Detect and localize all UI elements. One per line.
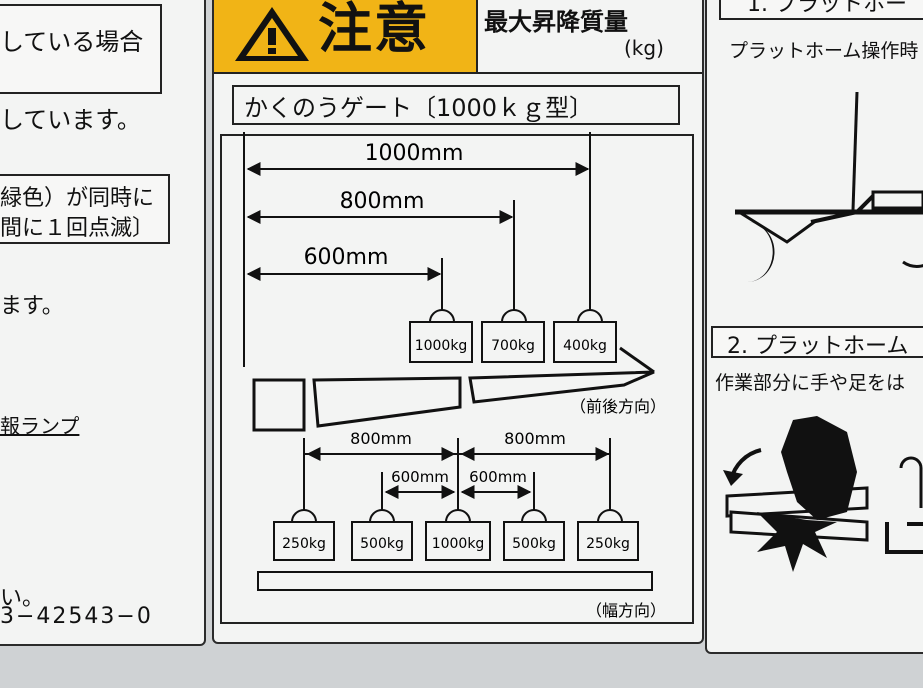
header-divider [476,72,702,74]
weight-label: 700kg [491,338,535,354]
dim-label-800: 800mm [340,189,425,214]
weight-block: 400kg [553,309,617,363]
width-direction-label: （幅方向） [586,601,666,620]
weight-label: 400kg [563,338,607,354]
platform-mechanism-illustration [735,91,923,282]
left-line-4: 間に１回点滅〕 [0,216,155,241]
load-capacity-label: 注意 最大昇降質量 (kg) かくのうゲート〔1000ｋｇ型〕 1000mm 8… [212,0,704,644]
left-label-box-mid [0,174,170,244]
warning-heading: 注意 [318,0,430,60]
weight-block: 700kg [481,309,545,363]
left-line-5: ます。 [0,294,64,319]
load-diagram: 1000mm 800mm 600mm 1000kg 700kg 400kg （前… [243,132,666,620]
platform-side-view [252,346,655,432]
weight-label: 1000kg [432,536,485,552]
weight-block: 500kg [503,509,565,561]
left-line-7: い。 [0,586,45,611]
model-title: かくのうゲート〔1000ｋｇ型〕 [244,94,594,122]
left-label-box-top [0,4,162,94]
left-part-number: 3−42543−0 [0,604,153,629]
warning-band: 注意 [214,0,478,74]
diagram-frame [220,134,694,624]
hand-pinch-warning-icon [723,416,923,572]
weight-label: 500kg [360,536,404,552]
section2-title: 2. プラットホーム [727,334,909,359]
dim-label-1000: 1000mm [365,141,464,166]
width-dim-label: 800mm [350,429,412,448]
dim-label-600: 600mm [304,245,389,270]
section2-text: 作業部分に手や足をは [715,372,906,394]
left-line-6: 報ランプ [0,414,80,438]
weight-block: 1000kg [425,509,491,561]
weight-label: 250kg [282,536,326,552]
section2-title-box [711,326,923,358]
weight-block: 1000kg [409,309,473,363]
model-title-box [232,85,680,125]
max-load-label: 最大昇降質量 [484,8,628,36]
right-label-panel: 1. プラットホー プラットホーム操作時 2. プラットホーム 作業部分に手や足… [705,0,923,654]
left-line-2: しています。 [0,106,141,134]
left-line-3: 緑色）が同時に [0,186,155,211]
width-dim-label: 800mm [504,429,566,448]
weight-block: 500kg [351,509,413,561]
section1-title-box [719,0,923,20]
left-line-1: している場合 [0,28,144,56]
weight-block: 250kg [577,509,639,561]
max-load-unit: (kg) [624,36,664,60]
width-dim-label: 600mm [469,468,527,486]
weight-label: 1000kg [415,338,468,354]
section1-title: 1. プラットホー [747,0,907,17]
platform-width-bar [257,571,653,591]
weight-label: 250kg [586,536,630,552]
weight-label: 500kg [512,536,556,552]
warning-triangle-icon [235,7,309,61]
left-label-panel: している場合 しています。 緑色）が同時に 間に１回点滅〕 ます。 報ランプ い… [0,0,206,646]
weight-block: 250kg [273,509,335,561]
section1-text: プラットホーム操作時 [729,40,919,62]
width-dim-label: 600mm [391,468,449,486]
front-back-direction-label: （前後方向） [570,397,666,416]
